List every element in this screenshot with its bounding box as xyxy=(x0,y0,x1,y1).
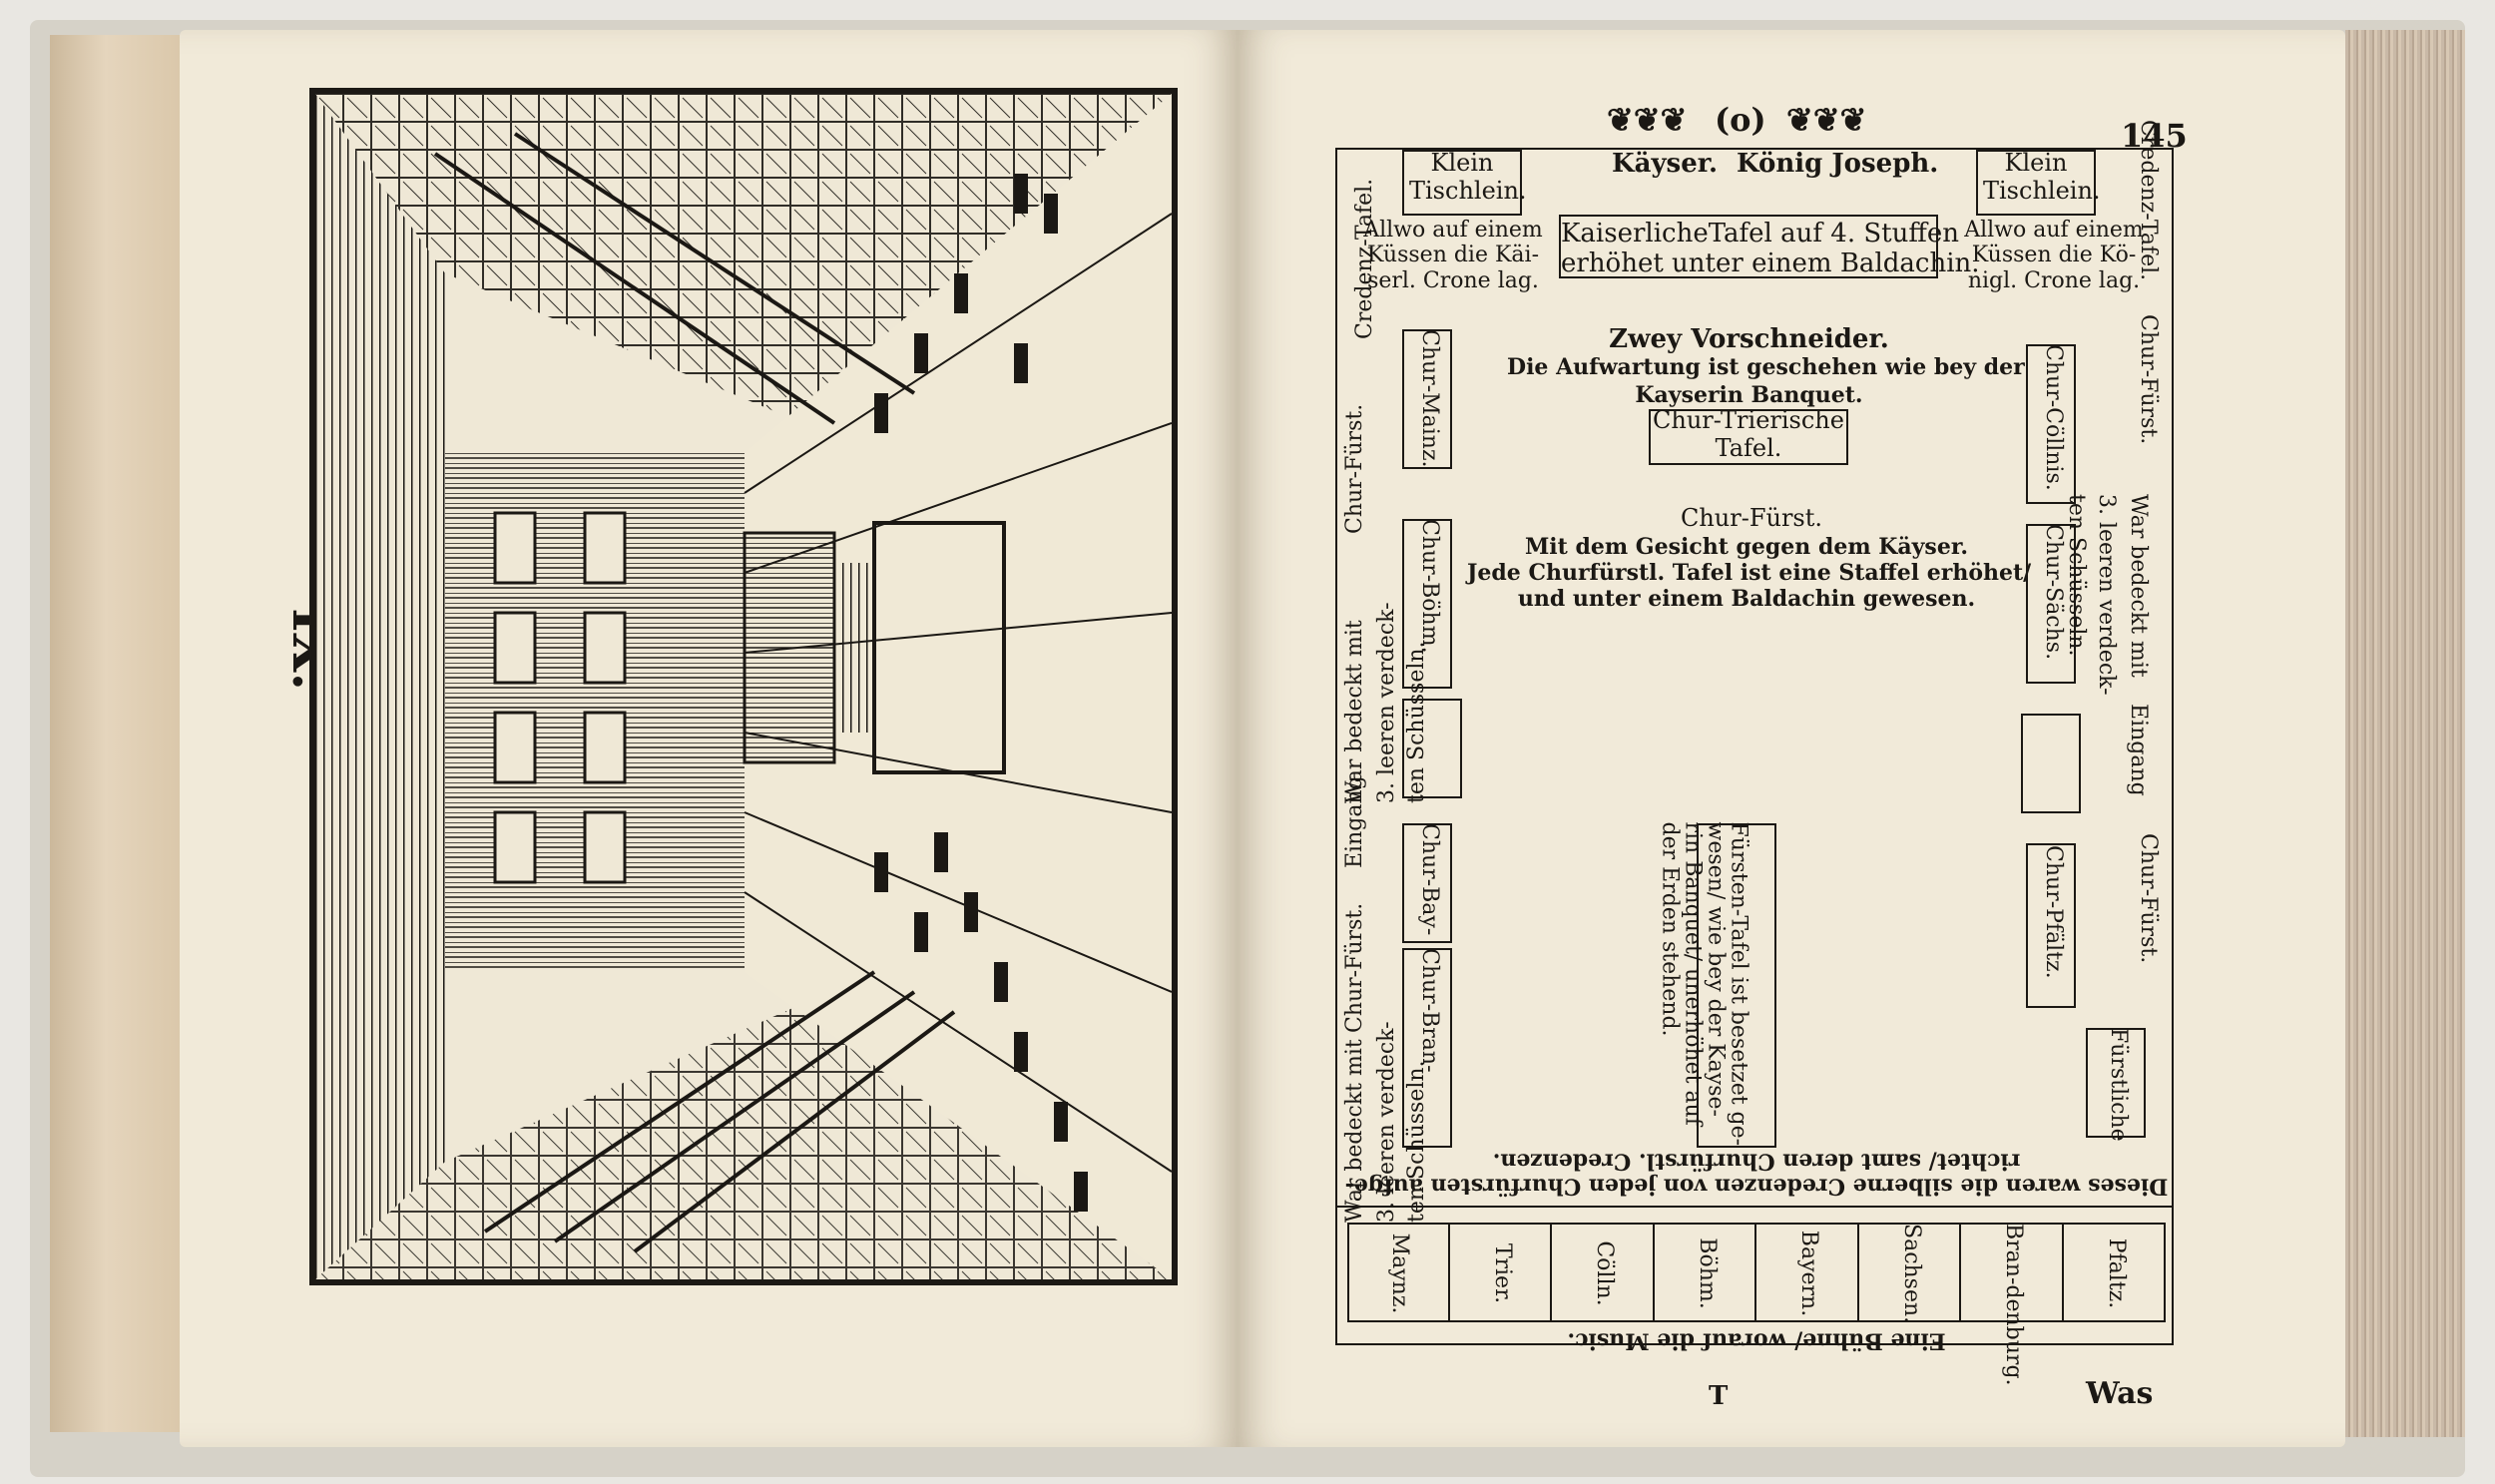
credenz-cell xyxy=(1859,1223,1961,1322)
credenz-cell xyxy=(1756,1223,1859,1322)
right-entrance-box xyxy=(2021,714,2081,813)
brandenburg-table-label: Chur-Bran- xyxy=(1417,948,1442,1073)
catchword: Was xyxy=(2086,1376,2154,1411)
trier-table xyxy=(1649,409,1848,465)
credenz-label: Sachsen. xyxy=(1898,1224,1924,1324)
emperor-label: Käyser. xyxy=(1612,149,1719,179)
bohemia-table-label: Chur-Böhm. xyxy=(1417,519,1442,654)
brandenburg-table xyxy=(1402,948,1452,1148)
right-page xyxy=(1238,30,2345,1447)
saxony-table xyxy=(2026,524,2076,684)
credenz-cell xyxy=(1961,1223,2064,1322)
bavaria-table xyxy=(1402,823,1452,943)
music-stage-note: Eine Bühne/ worauf die Music. xyxy=(1567,1327,1946,1354)
credenz-row xyxy=(1347,1223,2166,1322)
seating-plan-frame xyxy=(1335,148,2174,1345)
right-covered-1b: 3. leeren verdeck- xyxy=(2094,494,2119,696)
frame-rule-bottom xyxy=(1335,1206,2174,1208)
service-note-2: Kayserin Banquet. xyxy=(1635,382,1863,408)
credenz-cell xyxy=(1552,1223,1655,1322)
left-covered-1b: 3. leeren verdeck- xyxy=(1374,602,1399,803)
credenz-label: Maynz. xyxy=(1387,1233,1413,1314)
credenz-cell xyxy=(1450,1223,1552,1322)
cologne-table xyxy=(2026,344,2076,504)
credenz-note: Dieses waren die silberne Credenzen von … xyxy=(1344,1148,2169,1200)
signature-mark: T xyxy=(1709,1381,1729,1411)
credenz-cell xyxy=(1347,1223,1450,1322)
credenz-label: Pfaltz. xyxy=(2103,1237,2129,1309)
right-page-edges xyxy=(2345,30,2465,1437)
engraving-illustration xyxy=(315,94,1172,1279)
palatinate-table-label: Chur-Pfältz. xyxy=(2041,845,2066,979)
imperial-table xyxy=(1559,215,1938,278)
palatinate-table xyxy=(2026,843,2076,1008)
mainz-table-label: Chur-Mainz. xyxy=(1417,329,1442,468)
princely-credenz-box xyxy=(2086,1028,2146,1138)
credenz-label: Böhm. xyxy=(1694,1237,1720,1309)
saxony-table-label: Chur-Sächs. xyxy=(2041,524,2066,661)
credenz-label: Bran-denburg. xyxy=(2001,1224,2027,1386)
small-table-left xyxy=(1402,150,1522,216)
small-table-right xyxy=(1976,150,2096,216)
princely-credenz: Fürstliche xyxy=(2106,1028,2131,1142)
cologne-table-label: Chur-Cöllnis. xyxy=(2041,344,2066,491)
left-entrance-box xyxy=(1402,699,1462,798)
face-note-2: Jede Churfürstl. Tafel ist eine Staffel … xyxy=(1467,560,2032,586)
service-note: Die Aufwartung ist geschehen wie bey der xyxy=(1507,354,2025,380)
credenz-table-right: Credenz-Tafel. xyxy=(2136,120,2161,281)
carvers-note: Zwey Vorschneider. xyxy=(1609,324,1889,354)
banquet-hall-engraving xyxy=(309,88,1178,1285)
left-elector-1: Chur-Fürst. xyxy=(1342,403,1367,534)
credenz-label: Trier. xyxy=(1489,1242,1515,1304)
left-page-edges xyxy=(50,35,190,1432)
face-note-1: Mit dem Gesicht gegen dem Käyser. xyxy=(1524,534,1969,560)
credenz-label: Cölln. xyxy=(1592,1240,1618,1306)
page-header: (o) xyxy=(1715,101,1766,139)
ornament-right: ❦❦❦ xyxy=(1786,101,1867,139)
elector-label: Chur-Fürst. xyxy=(1680,504,1823,532)
king-joseph-label: König Joseph. xyxy=(1737,149,1939,179)
bohemia-table xyxy=(1402,519,1452,689)
ornament-left: ❦❦❦ xyxy=(1607,101,1688,139)
princes-table xyxy=(1697,823,1776,1148)
princes-table-line-4: der Erden stehend. xyxy=(1657,821,1683,1037)
credenz-label: Bayern. xyxy=(1796,1230,1822,1317)
credenz-cell xyxy=(1655,1223,1756,1322)
face-note-3: und unter einem Baldachin gewesen. xyxy=(1517,586,1976,612)
right-entrance: Eingang xyxy=(2126,704,2151,796)
mainz-table xyxy=(1402,329,1452,469)
